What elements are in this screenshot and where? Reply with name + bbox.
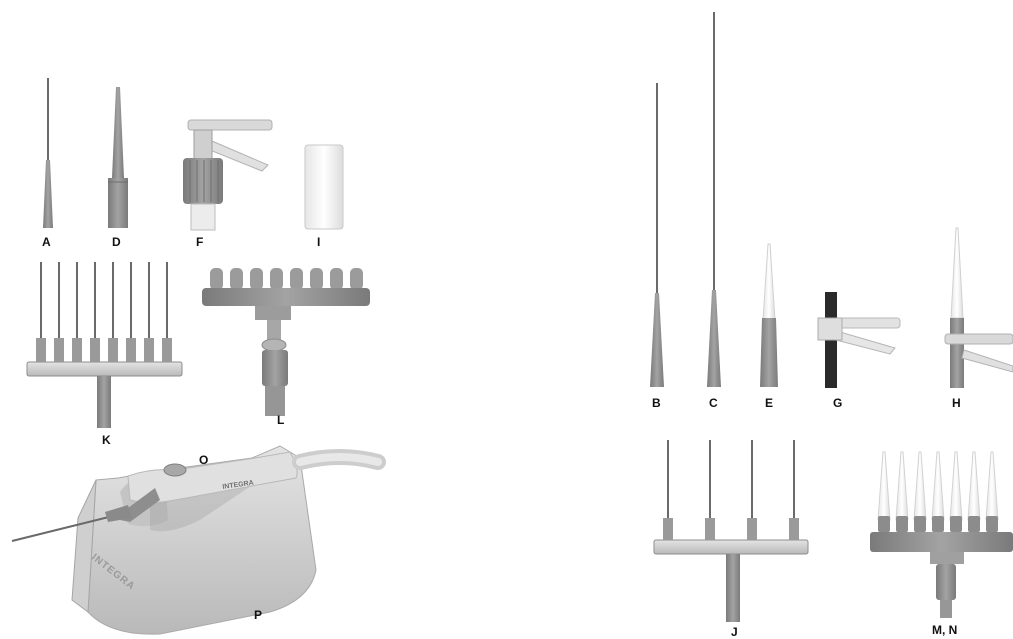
comb-j-needle bbox=[789, 440, 799, 540]
manifold-l-nub bbox=[270, 268, 283, 290]
label-j: J bbox=[731, 625, 738, 639]
manifold-l-nub bbox=[250, 268, 263, 290]
label-l: L bbox=[277, 413, 285, 427]
label-c: C bbox=[709, 396, 718, 410]
manifold-mn-tip bbox=[967, 451, 981, 532]
comb-k-needle bbox=[90, 262, 100, 362]
comb-k-needle bbox=[54, 262, 64, 362]
manifold-mn-tip bbox=[949, 451, 963, 532]
manifold-l-nub bbox=[350, 268, 363, 290]
item-a-needle bbox=[43, 78, 53, 228]
label-mn: M, N bbox=[932, 623, 958, 637]
manifold-l-nub bbox=[310, 268, 323, 290]
label-b: B bbox=[652, 396, 661, 410]
item-g-clip bbox=[817, 292, 901, 388]
label-e: E bbox=[765, 396, 774, 410]
label-a: A bbox=[42, 235, 51, 249]
item-h-tip-clip bbox=[944, 227, 1013, 388]
item-mn-tip-manifold bbox=[870, 451, 1013, 618]
label-o: O bbox=[199, 453, 209, 467]
comb-k-needle bbox=[72, 262, 82, 362]
label-i: I bbox=[317, 235, 321, 249]
manifold-mn-tip bbox=[877, 451, 891, 532]
item-d-adapter bbox=[108, 87, 128, 228]
manifold-mn-tip bbox=[985, 451, 999, 532]
comb-j-needle bbox=[663, 440, 673, 540]
manifold-mn-tip bbox=[895, 451, 909, 532]
comb-k-needle bbox=[126, 262, 136, 362]
manifold-l-nub bbox=[330, 268, 343, 290]
item-b-needle bbox=[650, 83, 664, 387]
item-e-tip bbox=[760, 243, 778, 387]
manifold-mn-tip bbox=[913, 451, 927, 532]
integra-device bbox=[11, 445, 386, 635]
label-f: F bbox=[196, 235, 204, 249]
comb-k-needle bbox=[144, 262, 154, 362]
comb-j-needle bbox=[705, 440, 715, 540]
manifold-l-nub bbox=[210, 268, 223, 290]
comb-k-needle bbox=[162, 262, 172, 362]
item-f-clip-connector bbox=[183, 119, 273, 231]
comb-j-needle bbox=[747, 440, 757, 540]
item-j-four-needle-comb bbox=[653, 440, 809, 622]
item-c-needle bbox=[707, 12, 721, 387]
item-i-tube bbox=[304, 144, 344, 230]
label-k: K bbox=[102, 433, 111, 447]
manifold-l-nub bbox=[230, 268, 243, 290]
label-g: G bbox=[833, 396, 843, 410]
manifold-l-nub bbox=[290, 268, 303, 290]
label-h: H bbox=[952, 396, 961, 410]
label-d: D bbox=[112, 235, 121, 249]
manifold-mn-tip bbox=[931, 451, 945, 532]
item-k-eight-needle-comb bbox=[26, 262, 183, 428]
comb-k-needle bbox=[108, 262, 118, 362]
label-p: P bbox=[254, 608, 263, 622]
comb-k-needle bbox=[36, 262, 46, 362]
item-l-manifold bbox=[202, 268, 370, 416]
